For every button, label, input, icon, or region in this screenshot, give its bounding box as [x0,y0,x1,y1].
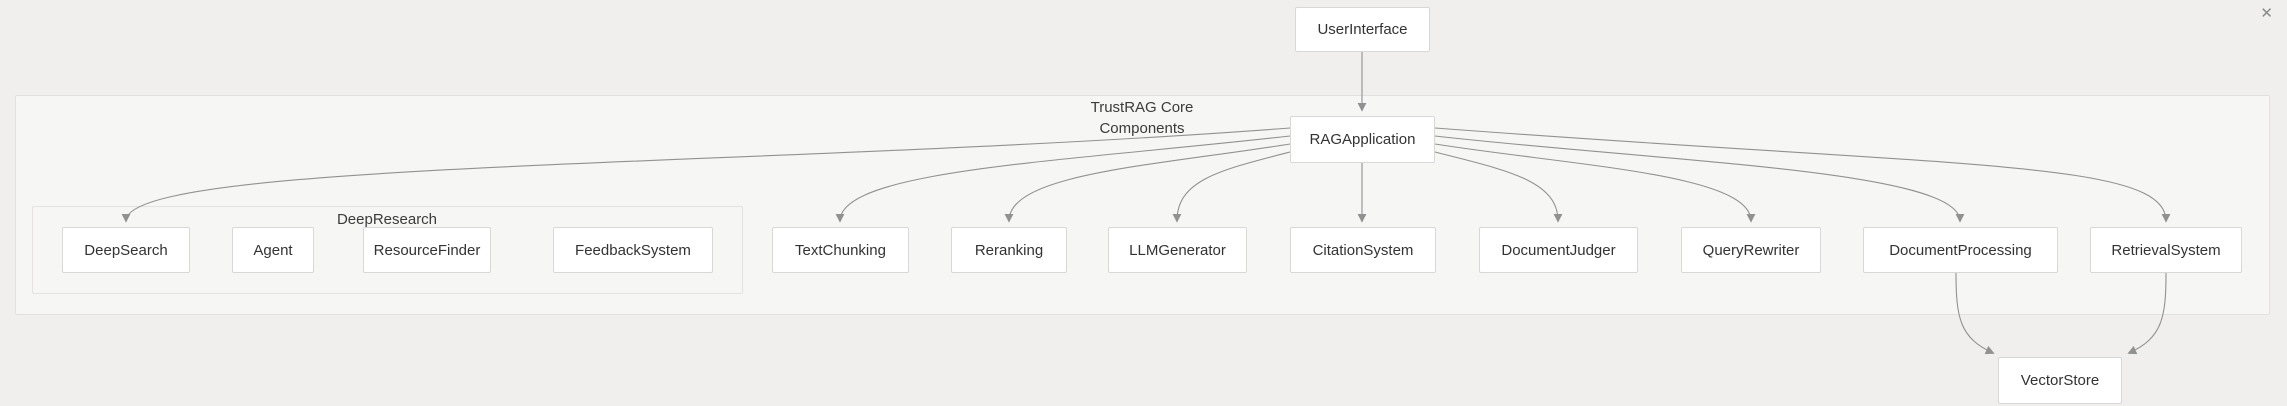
node-vectorstore: VectorStore [1998,357,2122,404]
node-retrievalsystem: RetrievalSystem [2090,227,2242,273]
group-title-line2: Components [1099,120,1185,137]
node-reranking: Reranking [951,227,1067,273]
node-agent: Agent [232,227,314,273]
node-textchunking: TextChunking [772,227,909,273]
group-title-line1: TrustRAG Core [1090,99,1194,116]
node-llmgenerator: LLMGenerator [1108,227,1247,273]
node-citationsystem: CitationSystem [1290,227,1436,273]
node-queryrewriter: QueryRewriter [1681,227,1821,273]
close-icon[interactable]: ✕ [2260,5,2273,22]
node-ragapplication: RAGApplication [1290,116,1435,163]
node-feedbacksystem: FeedbackSystem [553,227,713,273]
group-title-trustrag-core-components: TrustRAG Core Components [1091,97,1194,139]
node-userinterface: UserInterface [1295,7,1430,52]
node-documentjudger: DocumentJudger [1479,227,1638,273]
node-documentprocessing: DocumentProcessing [1863,227,2058,273]
node-deepsearch: DeepSearch [62,227,190,273]
node-resourcefinder: ResourceFinder [363,227,491,273]
